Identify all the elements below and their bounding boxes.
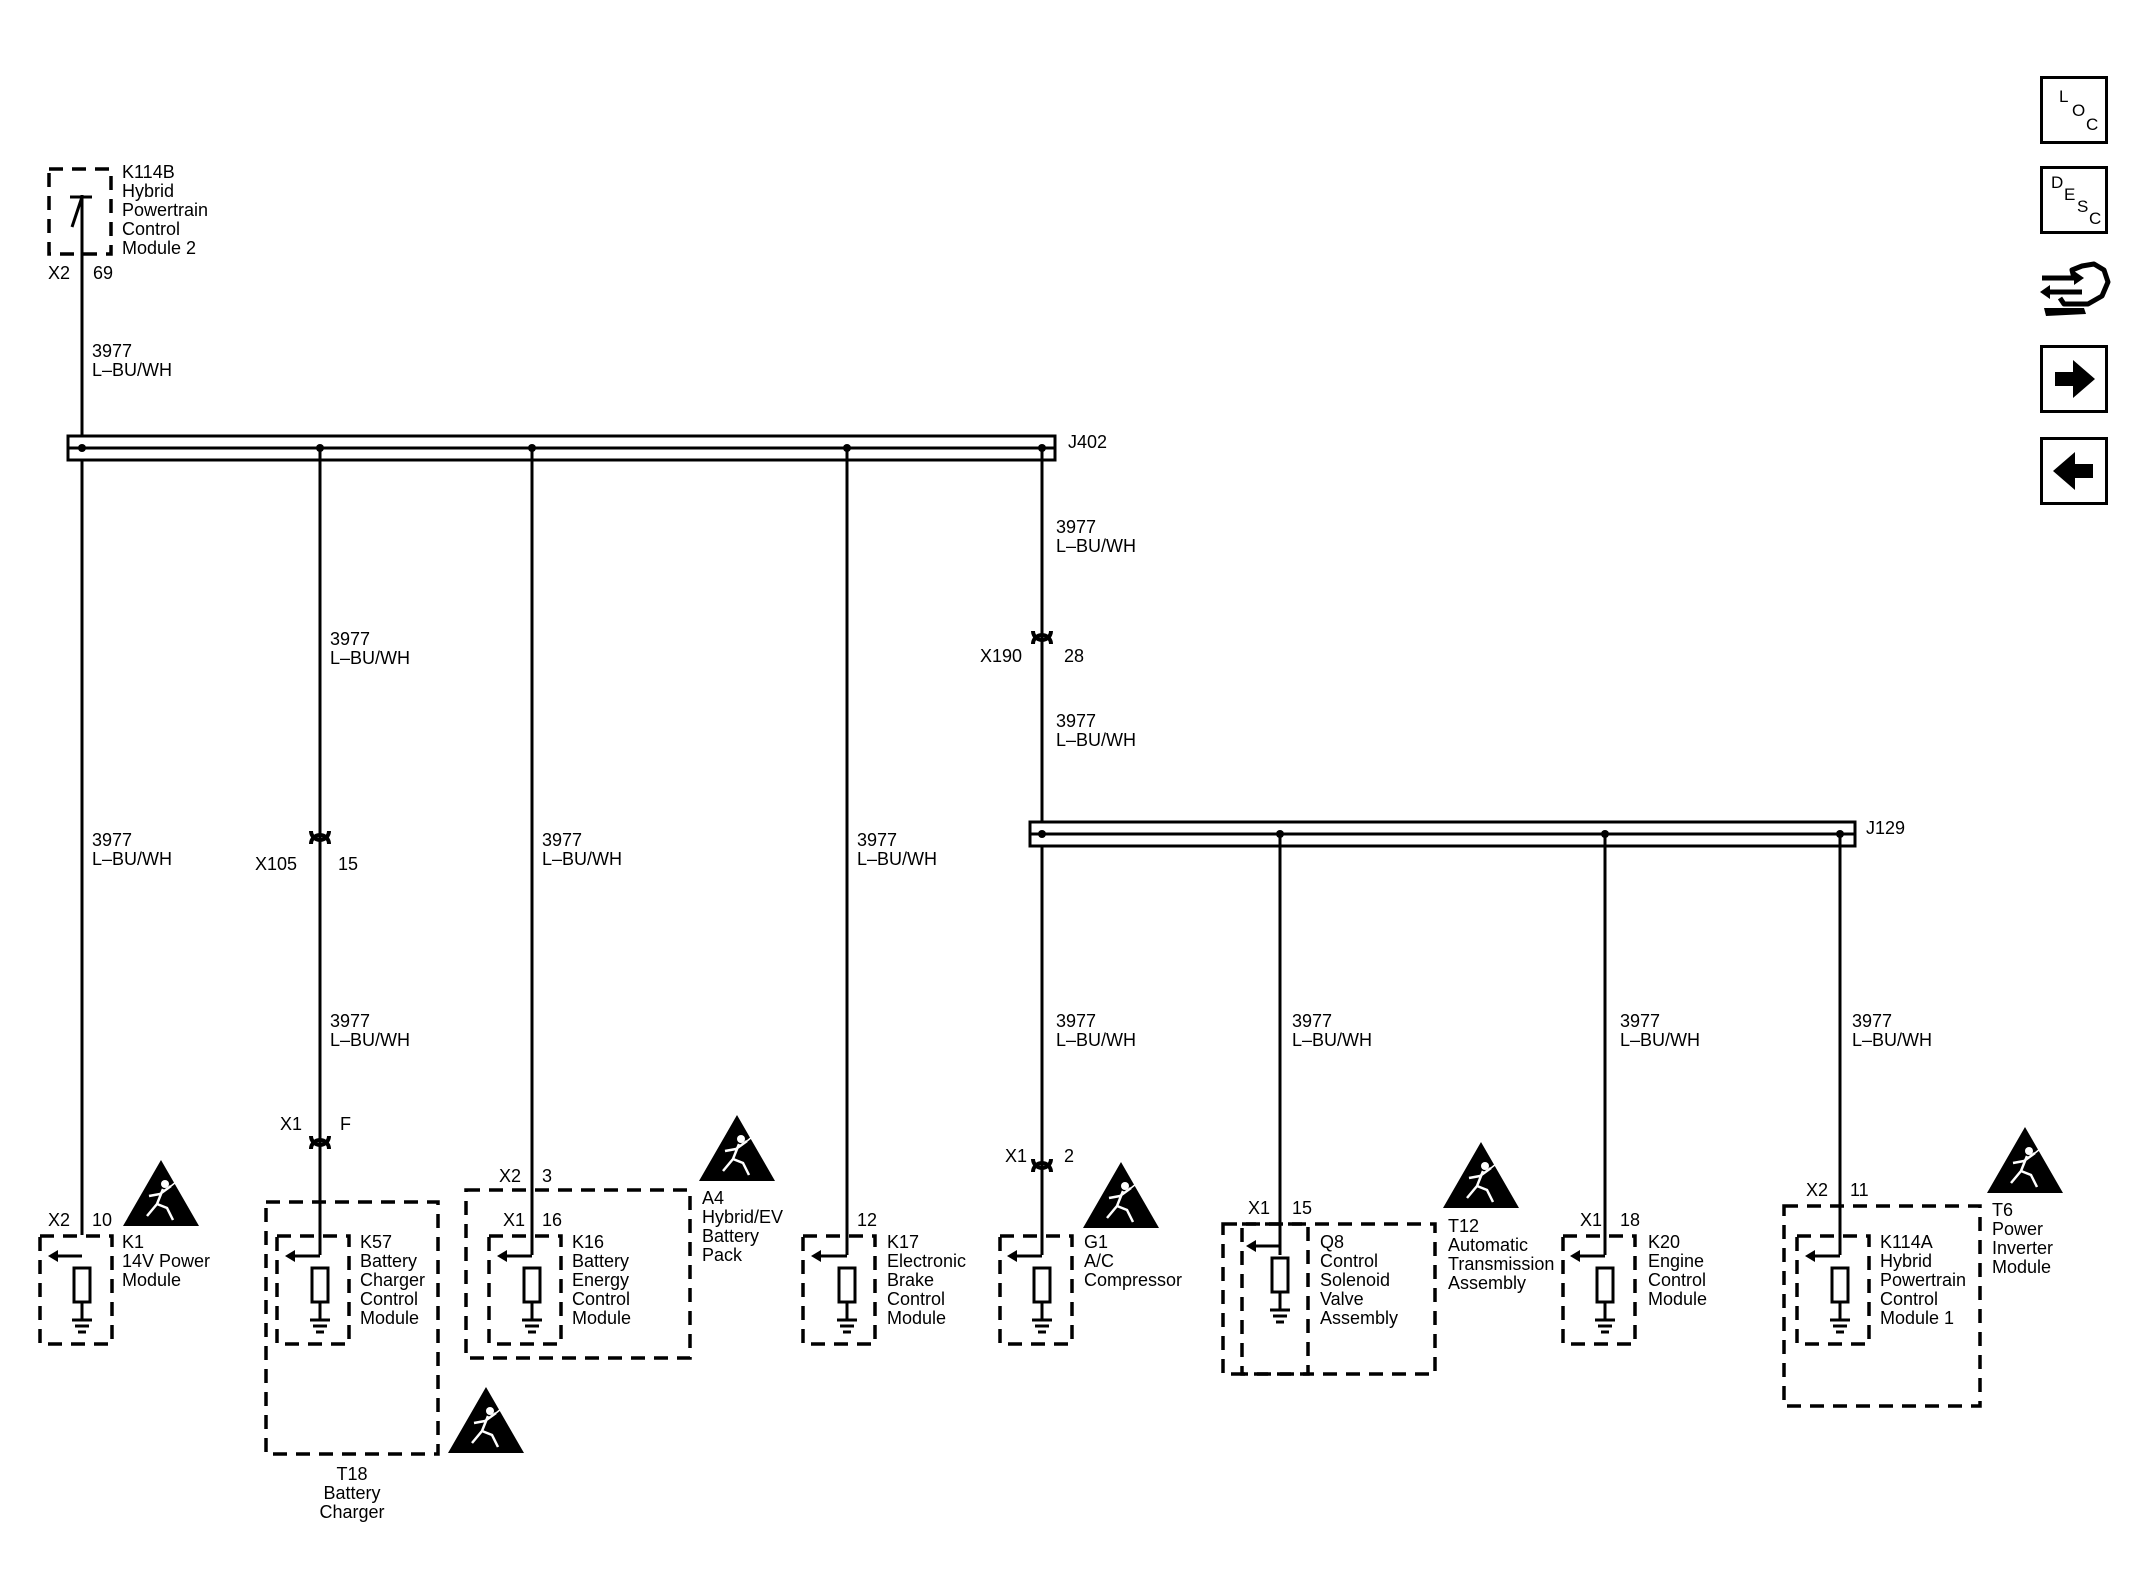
t12-transmission-assembly [1221, 1222, 1437, 1376]
pin-number-label: 11 [1850, 1180, 1869, 1200]
pin-cavity-label: X1 [280, 1114, 302, 1134]
splice-label: J402 [1068, 432, 1107, 452]
pin-cavity-label: X2 [1806, 1180, 1828, 1200]
pin-cavity-label: X1 [1248, 1198, 1270, 1218]
t18-battery-charger [264, 1200, 440, 1456]
k1-module [38, 1234, 114, 1346]
description-letter-2: E [2064, 185, 2076, 204]
pin-number-label: 12 [857, 1210, 877, 1230]
pin-number-label: 16 [542, 1210, 562, 1230]
pin-number-label: 15 [338, 854, 358, 874]
pin-cavity-label: X2 [499, 1166, 521, 1186]
t6-power-inverter [1782, 1204, 1982, 1408]
arrow-left-icon [2053, 452, 2093, 490]
next-page-button[interactable] [2040, 345, 2108, 413]
high-voltage-warning-icon [1081, 1160, 1161, 1230]
location-letter-3: C [2086, 115, 2099, 134]
k114b-module [47, 167, 113, 256]
k57-module [275, 1234, 351, 1346]
pin-number-label: 69 [93, 263, 113, 283]
pin-cavity-label: X1 [1005, 1146, 1027, 1166]
splice-label: J129 [1866, 818, 1905, 838]
q8-module [1240, 1222, 1310, 1376]
pin-cavity-label: X190 [980, 646, 1022, 666]
k20-module [1561, 1234, 1637, 1346]
high-voltage-warning-icon [1441, 1140, 1521, 1210]
pin-cavity-label: X1 [1580, 1210, 1602, 1230]
k16-module [487, 1234, 563, 1346]
pin-cavity-label: X2 [48, 1210, 70, 1230]
location-letter-1: L [2059, 87, 2069, 106]
pin-number-label: 2 [1064, 1146, 1074, 1166]
k17-module [801, 1234, 877, 1346]
a4-battery-pack [464, 1188, 692, 1360]
high-voltage-warning-icon [121, 1158, 201, 1228]
location-letter-2: O [2072, 101, 2086, 120]
arrow-right-icon [2055, 360, 2095, 398]
connector-end-view-button[interactable] [2036, 252, 2112, 328]
description-letter-1: D [2051, 173, 2064, 192]
pin-number-label: 10 [92, 1210, 112, 1230]
high-voltage-warning-icon [1985, 1125, 2065, 1195]
pin-number-label: 18 [1620, 1210, 1640, 1230]
pin-cavity-label: X105 [255, 854, 297, 874]
description-letter-4: C [2089, 209, 2102, 228]
description-button[interactable]: D E S C [2040, 166, 2108, 234]
splice-j402 [66, 434, 1057, 462]
high-voltage-warning-icon [697, 1113, 777, 1183]
location-button[interactable]: L O C [2040, 76, 2108, 144]
connector-hand-icon [2040, 261, 2111, 316]
pin-number-label: F [340, 1114, 351, 1134]
k114a-module [1795, 1234, 1871, 1346]
pin-cavity-label: X2 [48, 263, 70, 283]
description-letter-3: S [2077, 197, 2089, 216]
pin-number-label: 3 [542, 1166, 552, 1186]
g1-module [998, 1234, 1074, 1346]
pin-cavity-label: X1 [503, 1210, 525, 1230]
pin-number-label: 28 [1064, 646, 1084, 666]
high-voltage-warning-icon [446, 1385, 526, 1455]
pin-number-label: 15 [1292, 1198, 1312, 1218]
splice-j129 [1028, 820, 1857, 848]
previous-page-button[interactable] [2040, 437, 2108, 505]
